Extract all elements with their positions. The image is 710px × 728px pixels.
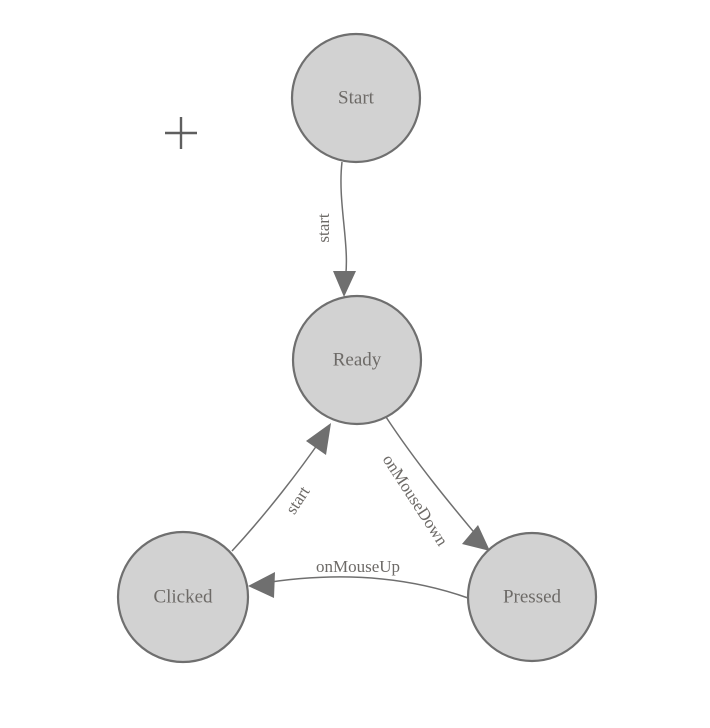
node-start[interactable]: Start — [290, 32, 422, 164]
edge-pressed-to-clicked[interactable]: onMouseUp — [248, 557, 469, 599]
edge-ready-to-pressed[interactable]: onMouseDown — [379, 416, 490, 551]
node-ready-circle[interactable] — [291, 294, 423, 426]
node-pressed[interactable]: Pressed — [466, 531, 598, 663]
node-ready-label: Ready — [333, 349, 382, 370]
edge-label-pressed-to-clicked: onMouseUp — [316, 557, 400, 576]
arrowhead-downright-icon — [462, 525, 490, 551]
node-clicked-circle[interactable] — [116, 530, 250, 664]
node-start-label: Start — [338, 87, 375, 108]
node-clicked[interactable]: Clicked — [116, 530, 250, 664]
node-pressed-circle[interactable] — [466, 531, 598, 663]
edge-label-start-to-ready: start — [314, 213, 333, 243]
node-clicked-label: Clicked — [153, 586, 213, 607]
edge-start-to-ready[interactable]: start — [314, 161, 356, 297]
arrowhead-left-icon — [248, 572, 275, 598]
arrowhead-down-icon — [333, 271, 356, 297]
node-start-circle[interactable] — [290, 32, 422, 164]
edge-clicked-to-ready[interactable]: start — [231, 423, 331, 552]
edge-label-ready-to-pressed: onMouseDown — [379, 451, 452, 550]
node-pressed-label: Pressed — [503, 586, 562, 607]
node-ready[interactable]: Ready — [291, 294, 423, 426]
arrowhead-upright-icon — [306, 423, 331, 455]
crosshair-icon — [165, 117, 197, 149]
